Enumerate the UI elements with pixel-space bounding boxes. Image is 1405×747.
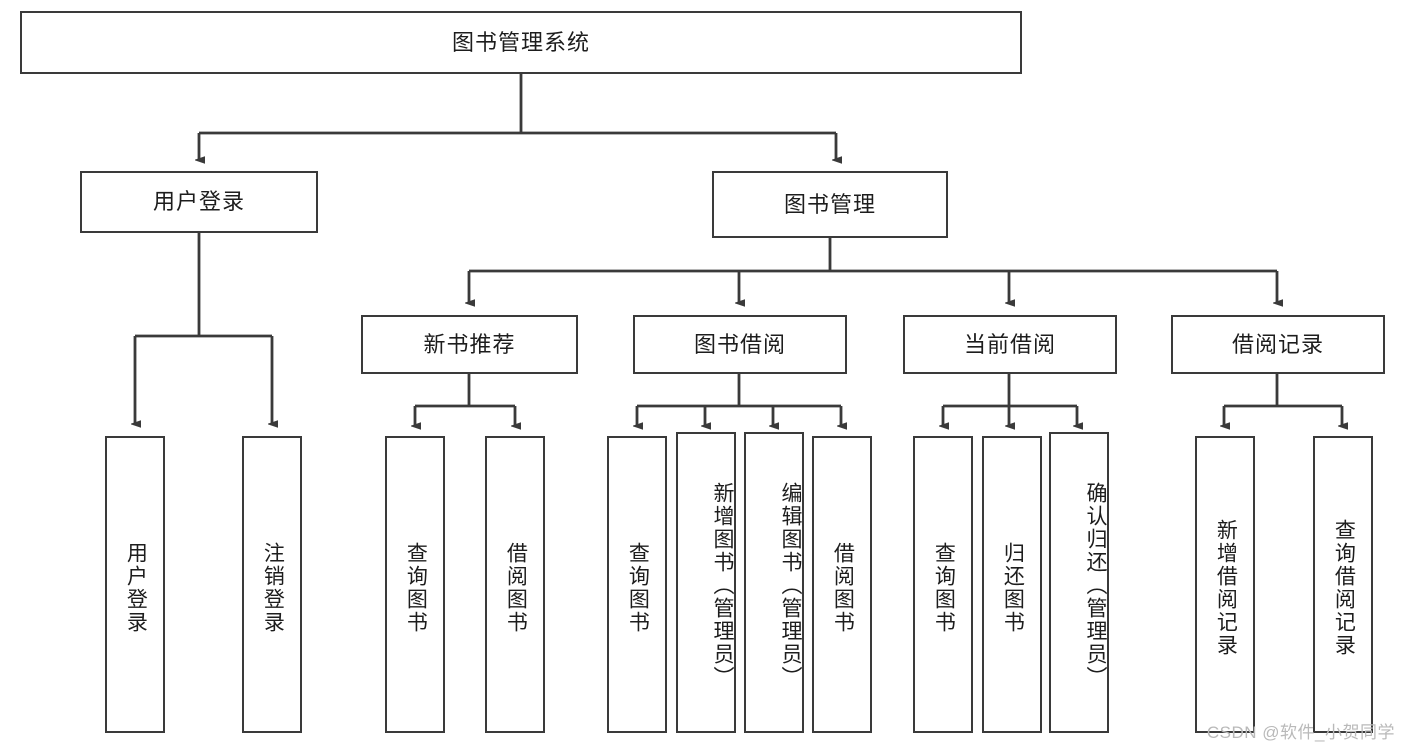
node-label: 当前借阅 <box>963 331 1056 357</box>
node-label: 新书推荐 <box>423 331 516 357</box>
leaf-current-borrow-return-book[interactable]: 归还图书 <box>982 436 1042 733</box>
leaf-book-borrow-borrow-book[interactable]: 借阅图书 <box>812 436 872 733</box>
leaf-book-borrow-query-book[interactable]: 查询图书 <box>607 436 667 733</box>
leaf-borrow-record-query-record[interactable]: 查询借阅记录 <box>1313 436 1373 733</box>
node-borrow-record[interactable]: 借阅记录 <box>1171 315 1385 374</box>
node-label: 图书管理系统 <box>451 29 590 55</box>
node-current-borrow[interactable]: 当前借阅 <box>903 315 1117 374</box>
node-user-login[interactable]: 用户登录 <box>80 171 318 233</box>
node-label: 借阅图书 <box>504 541 528 634</box>
node-book-borrow[interactable]: 图书借阅 <box>633 315 847 374</box>
node-label: 编辑图书（管理员） <box>779 482 802 689</box>
node-book-management[interactable]: 图书管理 <box>712 171 948 238</box>
leaf-book-borrow-add-book-admin[interactable]: 新增图书（管理员） <box>676 432 736 733</box>
node-label: 查询借阅记录 <box>1332 518 1356 657</box>
node-label: 借阅图书 <box>831 541 855 634</box>
node-label: 新增图书（管理员） <box>711 482 734 689</box>
node-root-book-management-system[interactable]: 图书管理系统 <box>20 11 1022 74</box>
node-label: 注销登录 <box>261 541 285 634</box>
node-label: 新增借阅记录 <box>1214 518 1238 657</box>
node-label: 确认归还（管理员） <box>1084 482 1107 689</box>
leaf-user-login-login[interactable]: 用户登录 <box>105 436 165 733</box>
leaf-new-book-borrow-book[interactable]: 借阅图书 <box>485 436 545 733</box>
leaf-current-borrow-confirm-return-admin[interactable]: 确认归还（管理员） <box>1049 432 1109 733</box>
node-label: 查询图书 <box>626 541 650 634</box>
node-label: 查询图书 <box>404 541 428 634</box>
leaf-current-borrow-query-book[interactable]: 查询图书 <box>913 436 973 733</box>
leaf-borrow-record-add-record[interactable]: 新增借阅记录 <box>1195 436 1255 733</box>
node-label: 用户登录 <box>152 189 245 215</box>
node-label: 查询图书 <box>932 541 956 634</box>
node-label: 图书借阅 <box>693 331 786 357</box>
leaf-user-login-logout[interactable]: 注销登录 <box>242 436 302 733</box>
node-label: 归还图书 <box>1001 541 1025 634</box>
node-label: 用户登录 <box>124 541 148 634</box>
node-label: 借阅记录 <box>1231 331 1324 357</box>
node-new-book-recommend[interactable]: 新书推荐 <box>361 315 578 374</box>
leaf-book-borrow-edit-book-admin[interactable]: 编辑图书（管理员） <box>744 432 804 733</box>
node-label: 图书管理 <box>783 191 876 217</box>
watermark-text: CSDN @软件_小贺同学 <box>1206 723 1395 742</box>
leaf-new-book-query-book[interactable]: 查询图书 <box>385 436 445 733</box>
